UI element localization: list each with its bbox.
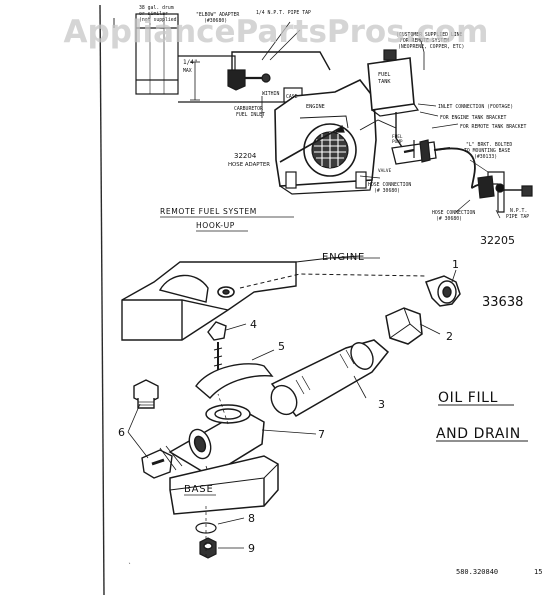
base-block	[169, 455, 279, 515]
callout-8: 8	[248, 512, 255, 525]
part-6-plug-lower	[141, 449, 173, 479]
oil-drain-part-number: 33638	[482, 295, 523, 310]
callout-3: 3	[378, 398, 385, 411]
elbow-adapter-part: (#30680)	[204, 18, 227, 24]
oil-drain-diagram	[121, 255, 461, 560]
callout-2: 2	[446, 330, 453, 343]
page-margin-line	[99, 4, 105, 596]
drum-note-2: or similar	[139, 11, 168, 17]
callout-1: 1	[452, 258, 459, 271]
l-bracket-note-2: TO MOUNTING BASE	[464, 148, 510, 154]
fuel-inlet-label: FUEL INLET	[236, 112, 265, 118]
customer-line-note-3: (NEOPRENE, COPPER, ETC)	[398, 44, 464, 50]
fuel-cap	[383, 49, 397, 61]
hose-connection-part: (# 30680)	[374, 188, 400, 194]
engine-base-block	[121, 261, 297, 341]
fuel-drum	[135, 13, 179, 95]
engine-label: ENGINE	[322, 252, 365, 263]
remote-fuel-system-diagram	[135, 13, 533, 219]
drum-note-1: 38 gal. drum	[139, 5, 174, 11]
callout-numbers: 1 2 3 4 5 6 7 8 9	[118, 258, 459, 555]
inlet-connection-label: INLET CONNECTION (FOOTAGE)	[438, 104, 513, 110]
elbow-adapter-label: "ELBOW" ADAPTER	[196, 12, 239, 18]
callout-6: 6	[118, 426, 125, 439]
fuel-system-subtitle: HOOK-UP	[196, 221, 235, 230]
oil-drain-title-1: OIL FILL	[438, 390, 498, 406]
part-2-coupling	[385, 307, 423, 345]
page-number: 15	[534, 568, 542, 576]
npt-label: N.P.T.	[510, 208, 527, 214]
quarter-inch-label: 1/4"	[183, 59, 197, 66]
callout-4: 4	[250, 318, 257, 331]
engine-fuel-tank	[367, 57, 415, 111]
doc-code: 580.320840	[456, 568, 498, 576]
engine-tank-bracket-label: FOR ENGINE TANK BRACKET	[440, 115, 507, 121]
fuel-system-title: REMOTE FUEL SYSTEM	[160, 207, 257, 216]
part-5-strap	[195, 363, 274, 399]
customer-line-note-1: (CUSTOMER SUPPLIED LINE	[396, 32, 463, 38]
hose-connection-label: HOSE CONNECTION	[368, 182, 411, 188]
fuel-pump-label-2: PUMP	[392, 139, 403, 145]
customer-line-note-2: FOR REMOTE SYSTEM	[400, 38, 449, 44]
l-bracket-note-3: (#30133)	[474, 154, 497, 160]
part-32204-label: 32204	[234, 152, 257, 160]
carburetor-label: CARBURETOR	[234, 106, 263, 112]
hose-adapter-label: HOSE ADAPTER	[228, 162, 270, 168]
valve-label: VALVE	[378, 168, 392, 174]
part-4-dipstick-cap	[207, 321, 227, 341]
within-label: WITHIN	[262, 91, 279, 97]
svg-text:`: `	[128, 563, 132, 570]
fuel-tank-label-2: TANK	[378, 79, 391, 85]
remote-tank-bracket-label: FOR REMOTE TANK BRACKET	[460, 124, 527, 130]
callout-7: 7	[318, 428, 325, 441]
oil-drain-title-2: AND DRAIN	[436, 426, 521, 442]
lower-hose-connection-part: (# 30680)	[436, 216, 462, 222]
callout-5: 5	[278, 340, 285, 353]
lower-hose-connection-label: HOSE CONNECTION	[432, 210, 475, 216]
base-label: BASE	[184, 484, 214, 495]
engine-callout: ENGINE	[306, 104, 325, 110]
l-bracket-note-1: "L" BRKT. BOLTED	[466, 142, 512, 148]
watermark: AppliancePartsPros.com	[64, 14, 489, 50]
case-label: CASE	[286, 94, 298, 100]
fuel-system-labels: 38 gal. drum or similar (not supplied) "…	[139, 5, 529, 222]
fuel-system-part-number: 32205	[480, 234, 515, 247]
drum-note-3: (not supplied)	[139, 17, 179, 23]
fuel-tank-label-1: FUEL	[378, 72, 391, 78]
npt-pipe-tap-label: PIPE TAP	[506, 214, 529, 220]
quarter-inch-max: MAX	[183, 68, 192, 74]
fuel-pump-label-1: FUEL	[392, 134, 403, 140]
callout-9: 9	[248, 542, 255, 555]
pipe-tap-label: 1/4 N.P.T. PIPE TAP	[256, 10, 311, 16]
